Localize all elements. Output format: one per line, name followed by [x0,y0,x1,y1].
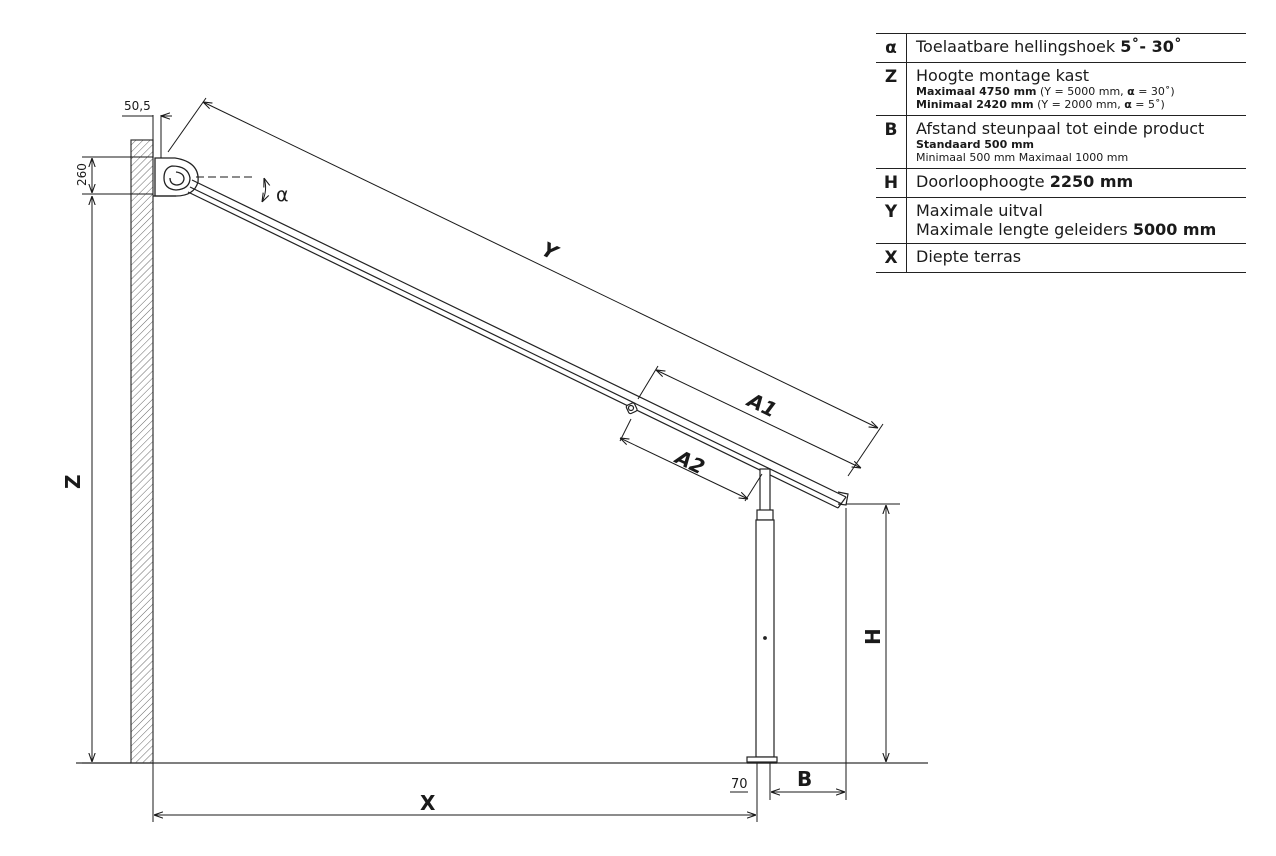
dimension-a1 [637,365,861,468]
legend-text-line2-bold: 5000 mm [1132,220,1217,239]
legend-text-bold: 2250 mm [1049,172,1134,191]
dimension-h [845,503,900,800]
legend-sub-text: Minimaal 500 mm Maximaal 1000 mm [916,151,1129,164]
dimension-a2 [620,418,763,502]
awning-cassette [153,157,199,197]
dimension-b-label: B [797,767,812,791]
legend-text: Maximale uitval [916,201,1043,220]
legend-row-b: B Afstand steunpaal tot einde product St… [876,115,1246,169]
dimension-z [82,196,131,764]
dimension-x [152,763,758,822]
guide-rail [187,179,849,509]
dimension-alpha-label: α [276,184,289,206]
legend-symbol: Y [876,197,907,244]
dimension-box-height [82,156,153,195]
dimension-y-label: Y [538,237,564,266]
dimension-post-width-label: 70 [731,777,748,792]
dimension-top-width-label: 50,5 [124,99,151,113]
legend-sub-bold: Standaard 500 mm [916,138,1034,151]
legend-symbol: X [876,243,907,273]
legend-symbol: α [876,33,907,63]
legend-sub-text: (Y = 2000 mm, [1033,98,1125,111]
dimension-top-width [122,115,172,158]
dimension-y [167,97,884,477]
legend-text: Doorloophoogte [916,172,1050,191]
legend-sub-bold: Minimaal 2420 mm [916,98,1034,111]
legend-sub-bold2: α [1127,85,1135,98]
dimension-a2-label: A2 [670,444,709,479]
support-post [746,468,778,764]
legend-row-x: X Diepte terras [876,243,1246,273]
dimension-z-label: Z [61,474,85,489]
legend-text-line2: Maximale lengte geleiders [916,220,1133,239]
legend-sub-bold: Maximaal 4750 mm [916,85,1037,98]
legend-text: Afstand steunpaal tot einde product [916,119,1205,138]
dimension-a1-label: A1 [742,387,781,422]
dimension-h-label: H [861,628,885,645]
legend-row-y: Y Maximale uitval Maximale lengte geleid… [876,197,1246,244]
legend-text-bold: 5˚- 30˚ [1120,37,1182,56]
legend-sub-text2: = 30˚) [1134,85,1175,98]
legend-symbol: H [876,168,907,198]
legend-row-h: H Doorloophoogte 2250 mm [876,168,1246,198]
legend-row-z: Z Hoogte montage kast Maximaal 4750 mm (… [876,62,1246,116]
legend-text: Diepte terras [916,247,1022,266]
legend-row-alpha: α Toelaatbare hellingshoek 5˚- 30˚ [876,33,1246,63]
dimension-box-height-label: 260 [75,163,89,186]
legend-table: α Toelaatbare hellingshoek 5˚- 30˚ Z Hoo… [876,33,1246,273]
wall [130,139,154,764]
legend-text: Toelaatbare hellingshoek [916,37,1121,56]
legend-symbol: B [876,115,907,169]
legend-text: Hoogte montage kast [916,66,1090,85]
dimension-b [730,763,845,800]
legend-sub-text2: = 5˚) [1131,98,1165,111]
legend-sub-text: (Y = 5000 mm, [1036,85,1128,98]
legend-symbol: Z [876,62,907,116]
legend-sub-bold2: α [1124,98,1132,111]
dimension-x-label: X [420,791,436,815]
